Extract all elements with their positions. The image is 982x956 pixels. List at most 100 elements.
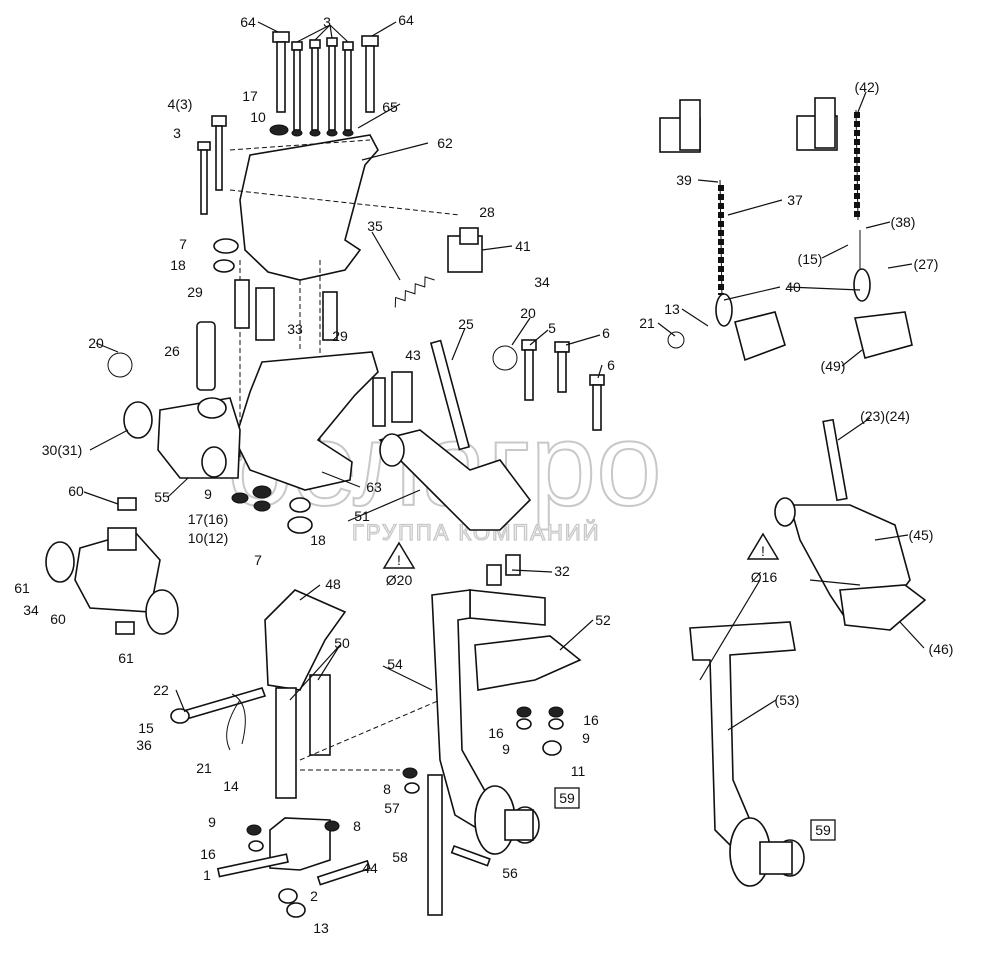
part-callout: 5 bbox=[548, 320, 556, 336]
part-callout: (38) bbox=[891, 214, 916, 230]
part-callout: 65 bbox=[382, 99, 398, 115]
part-callout: 22 bbox=[153, 682, 169, 698]
part-callout: 3 bbox=[323, 14, 331, 30]
frame-53 bbox=[689, 621, 796, 852]
part-callout: 6 bbox=[607, 357, 615, 373]
part-callout: 17 bbox=[242, 88, 258, 104]
part-callout: 43 bbox=[405, 347, 421, 363]
part-callout: 16 bbox=[583, 712, 599, 728]
part-callout: 51 bbox=[354, 508, 370, 524]
hub-right bbox=[729, 817, 805, 887]
part-callout: (53) bbox=[775, 692, 800, 708]
part-callout: (45) bbox=[909, 527, 934, 543]
part-callout: 41 bbox=[515, 238, 531, 254]
part-callout: (23)(24) bbox=[860, 408, 910, 424]
part-callout: Ø20 bbox=[386, 572, 413, 588]
tube-29b bbox=[322, 291, 338, 341]
part-callout: 15 bbox=[138, 720, 154, 736]
part-callout: 28 bbox=[479, 204, 495, 220]
plate-52 bbox=[474, 635, 582, 691]
part-callout: 50 bbox=[334, 635, 350, 651]
part-callout: 55 bbox=[154, 489, 170, 505]
chain-assembly bbox=[659, 97, 913, 362]
part-callout: 20 bbox=[88, 335, 104, 351]
strip-50b bbox=[309, 674, 331, 756]
part-callout: 7 bbox=[254, 552, 262, 568]
part-callout: 35 bbox=[367, 218, 383, 234]
part-callout: (42) bbox=[855, 79, 880, 95]
frame-54 bbox=[431, 589, 491, 832]
part-callout: ! bbox=[397, 552, 401, 568]
part-callout: 25 bbox=[458, 316, 474, 332]
part-callout: 32 bbox=[554, 563, 570, 579]
part-callout: 8 bbox=[353, 818, 361, 834]
part-callout: 52 bbox=[595, 612, 611, 628]
part-callout: 33 bbox=[287, 321, 303, 337]
warning-right: ! Ø16 bbox=[746, 532, 780, 585]
strip-58 bbox=[427, 774, 443, 916]
part-callout: 62 bbox=[437, 135, 453, 151]
warning-left: ! Ø20 bbox=[382, 541, 416, 588]
tube-29 bbox=[234, 279, 250, 329]
plate-top bbox=[469, 589, 546, 626]
tube-33 bbox=[255, 287, 275, 341]
part-callout: 34 bbox=[23, 602, 39, 618]
part-callout: 44 bbox=[362, 860, 378, 876]
part-callout: 30(31) bbox=[42, 442, 82, 458]
part-callout: 37 bbox=[787, 192, 803, 208]
part-callout: 40 bbox=[785, 279, 801, 295]
part-callout: 3 bbox=[173, 125, 181, 141]
callouts-right: (42) 39 37 (38) (15) (27) 40 13 21 (49) … bbox=[639, 79, 954, 841]
part-callout: 58 bbox=[392, 849, 408, 865]
part-callout: 9 bbox=[502, 741, 510, 757]
part-callout: 63 bbox=[366, 479, 382, 495]
callout-box-59 bbox=[554, 787, 580, 809]
part-callout: 59 bbox=[559, 790, 575, 806]
part-callout: (46) bbox=[929, 641, 954, 657]
hub-left bbox=[474, 785, 540, 855]
part-callout: 14 bbox=[223, 778, 239, 794]
bracket-48 bbox=[264, 589, 347, 691]
part-callout: (49) bbox=[821, 358, 846, 374]
callouts-left: 64 3 64 4(3) 17 10 65 3 62 28 35 41 7 18… bbox=[14, 12, 615, 936]
part-callout: 1 bbox=[203, 867, 211, 883]
callout-box-59-right bbox=[810, 819, 836, 841]
part-callout: 9 bbox=[208, 814, 216, 830]
part-callout: 16 bbox=[488, 725, 504, 741]
top-bolts bbox=[197, 31, 379, 215]
part-callout: 64 bbox=[398, 12, 414, 28]
part-callout: 7 bbox=[179, 236, 187, 252]
pin-26 bbox=[196, 321, 216, 391]
part-callout: 39 bbox=[676, 172, 692, 188]
part-callout: 48 bbox=[325, 576, 341, 592]
part-callout: 57 bbox=[384, 800, 400, 816]
part-callout: 61 bbox=[118, 650, 134, 666]
part-callout: 13 bbox=[664, 301, 680, 317]
part-callout: 36 bbox=[136, 737, 152, 753]
part-callout: 2 bbox=[310, 888, 318, 904]
strip-50a bbox=[275, 687, 297, 799]
part-callout: 56 bbox=[502, 865, 518, 881]
part-callout: (15) bbox=[798, 251, 823, 267]
part-callout: 8 bbox=[383, 781, 391, 797]
part-callout: 54 bbox=[387, 656, 403, 672]
part-callout: 60 bbox=[50, 611, 66, 627]
part-callout: 4(3) bbox=[168, 96, 193, 112]
part-callout: Ø16 bbox=[751, 569, 778, 585]
part-callout: 21 bbox=[196, 760, 212, 776]
part-callout: 9 bbox=[582, 730, 590, 746]
part-callout: 59 bbox=[815, 822, 831, 838]
part-callout: 18 bbox=[310, 532, 326, 548]
part-callout: 64 bbox=[240, 14, 256, 30]
part-callout: 10(12) bbox=[188, 530, 228, 546]
part-callout: (27) bbox=[914, 256, 939, 272]
part-callout: 34 bbox=[534, 274, 550, 290]
part-callout: 21 bbox=[639, 315, 655, 331]
part-callout: 16 bbox=[200, 846, 216, 862]
part-callout: 18 bbox=[170, 257, 186, 273]
part-callout: 17(16) bbox=[188, 511, 228, 527]
part-callout: 61 bbox=[14, 580, 30, 596]
part-callout: 20 bbox=[520, 305, 536, 321]
clamp-51 bbox=[378, 429, 532, 531]
